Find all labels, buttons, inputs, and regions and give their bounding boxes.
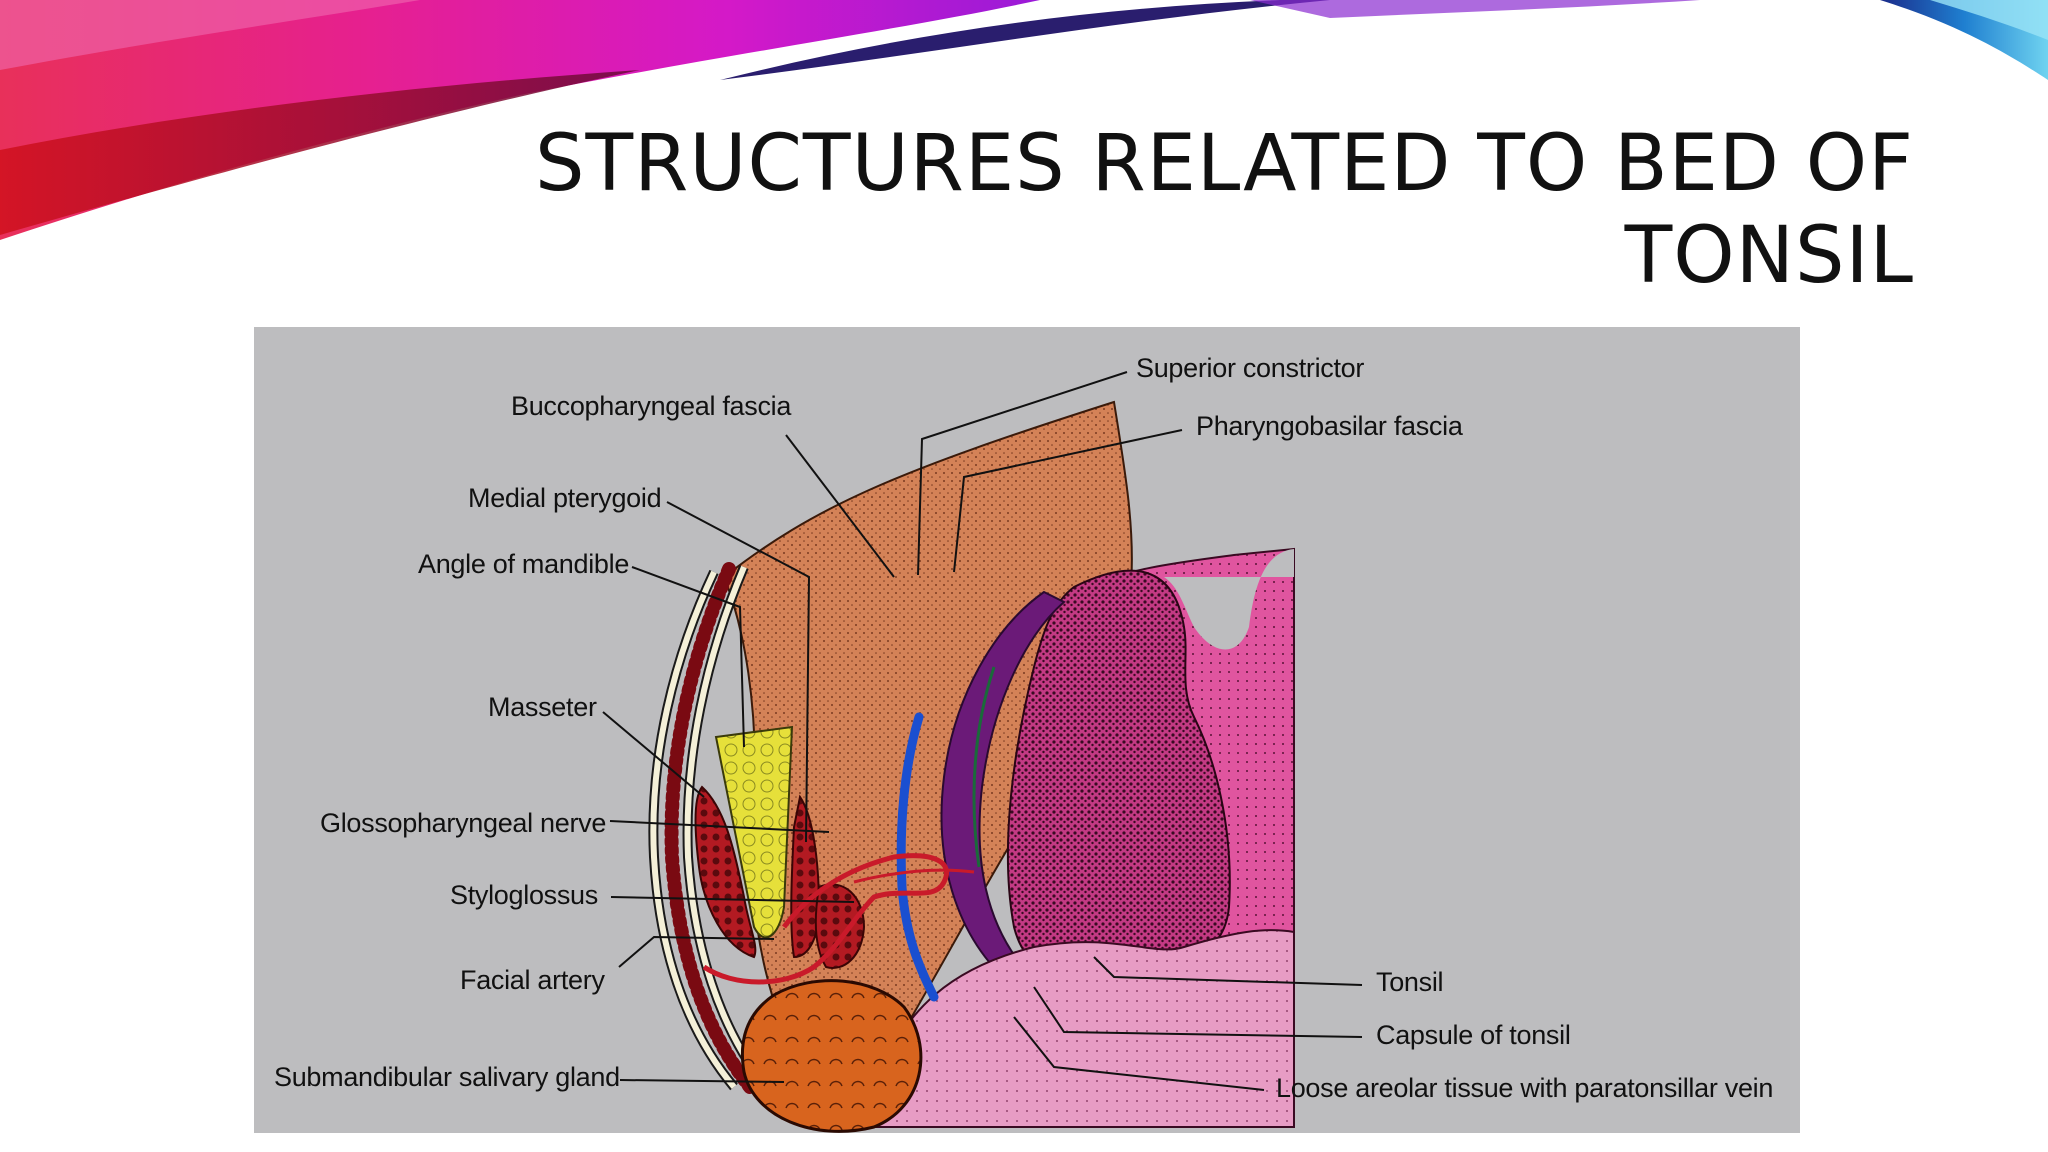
label-capsule-of-tonsil: Capsule of tonsil [1376,1020,1571,1050]
label-masseter: Masseter [488,692,597,722]
masseter-muscle [694,785,757,959]
leader-lines [602,371,1363,1091]
superior-constrictor-band [664,562,757,1094]
glossopharyngeal-nerve [853,868,975,884]
paratonsillar-vein [896,712,939,1002]
diagram-drawing [602,371,1363,1133]
mandible-angle [714,725,794,939]
label-submandibular-salivary-gland: Submandibular salivary gland [274,1062,620,1092]
label-buccopharyngeal-fascia: Buccopharyngeal fascia [511,391,792,421]
label-angle-of-mandible: Angle of mandible [418,549,630,579]
label-superior-constrictor: Superior constrictor [1136,353,1365,383]
facial-artery [702,853,949,985]
title-line-2: TONSIL [1624,211,1914,301]
styloglossus-muscle [814,883,866,969]
label-loose-areolar-tissue: Loose areolar tissue with paratonsillar … [1276,1073,1774,1103]
medial-pterygoid-muscle [790,794,821,959]
tonsil-bed-diagram: Superior constrictor Pharyngobasilar fas… [254,327,1800,1133]
mucosa-notch [1154,549,1294,650]
slide-title: STRUCTURES RELATED TO BED OF TONSIL [414,118,1914,302]
label-styloglossus: Styloglossus [450,880,598,910]
label-facial-artery: Facial artery [460,965,605,995]
label-tonsil: Tonsil [1376,967,1444,997]
decorative-ribbon [0,0,2048,240]
label-medial-pterygoid: Medial pterygoid [468,483,662,513]
label-pharyngobasilar-fascia: Pharyngobasilar fascia [1196,411,1463,441]
submandibular-gland [740,979,923,1133]
title-line-1: STRUCTURES RELATED TO BED OF [535,119,1914,209]
label-glossopharyngeal-nerve: Glossopharyngeal nerve [320,808,607,838]
